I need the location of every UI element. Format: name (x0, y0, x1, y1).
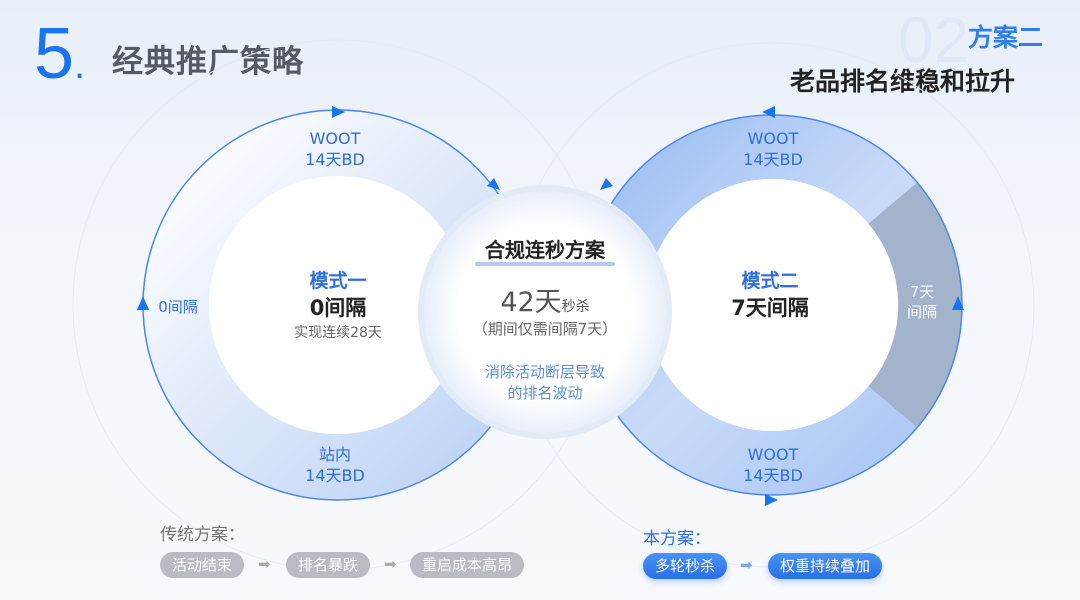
center-circle (418, 185, 672, 439)
left-gap: 0间隔 (309, 296, 367, 320)
left-desc: 实现连续28天 (294, 325, 382, 341)
ours-step: 权重持续叠加 (768, 553, 883, 579)
right-gap: 7天间隔 (731, 296, 809, 320)
arrow-left-icon (762, 106, 775, 118)
arrow-right-icon (332, 106, 345, 118)
ours-label: 本方案： (643, 529, 711, 549)
arrow-up-icon (952, 296, 964, 310)
arrow-right-icon: ➡ (384, 555, 397, 573)
section-number: 5. (34, 14, 86, 94)
traditional-step: 排名暴跌 (286, 552, 371, 578)
center-title: 合规连秒方案 (485, 238, 605, 262)
center-days: 42天秒杀 (500, 287, 590, 318)
left-side-label: 0间隔 (158, 298, 198, 316)
bg-number: 02 (898, 4, 970, 76)
arrow-up-icon (137, 296, 149, 310)
right-mode: 模式二 (741, 270, 799, 292)
arrow-down-icon (487, 178, 500, 190)
arrow-right-icon (765, 494, 778, 506)
center-desc: 消除活动断层导致的排名波动 (484, 363, 606, 402)
left-mode: 模式一 (309, 270, 367, 292)
right-side-label: 7天间隔 (906, 283, 938, 321)
arrow-down-icon (600, 178, 613, 190)
traditional-step: 重启成本高昂 (410, 552, 525, 578)
right-ring (581, 114, 963, 496)
traditional-label: 传统方案： (160, 525, 245, 545)
traditional-step: 活动结束 (160, 552, 245, 578)
plan-label: 方案二 (968, 23, 1044, 52)
center-note: （期间仅需间隔7天） (472, 320, 618, 338)
arrow-right-icon: ➡ (740, 556, 753, 574)
ours-step: 多轮秒杀 (643, 553, 728, 579)
plan-subtitle: 老品排名维稳和拉升 (790, 67, 1016, 96)
arrow-right-icon: ➡ (258, 555, 271, 573)
